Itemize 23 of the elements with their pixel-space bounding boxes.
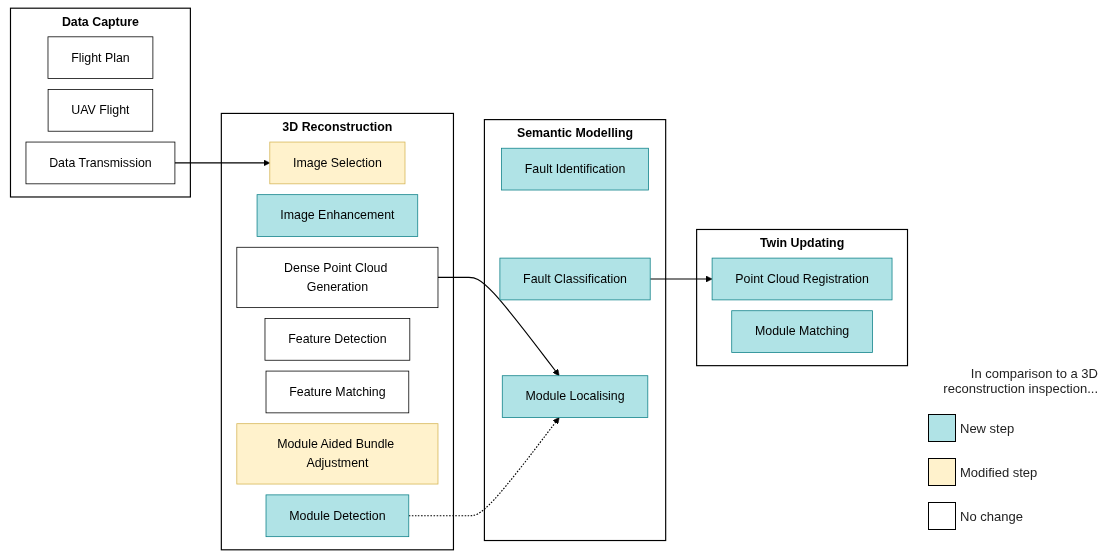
arrow — [408, 417, 560, 517]
node-box: Image Enhancement — [256, 194, 419, 237]
node-box: Flight Plan — [47, 36, 154, 79]
node-box: Fault Identification — [501, 147, 649, 191]
arrow — [174, 159, 271, 167]
arrow — [649, 275, 713, 283]
note-text: In comparison to a 3D reconstruction inspection... — [942, 366, 1098, 396]
node-box: Module Localising — [501, 375, 649, 418]
legend-text: New step — [960, 420, 1015, 436]
node-box: Feature Matching — [265, 370, 410, 414]
legend-text: Modified step — [960, 464, 1038, 480]
node-box: UAV Flight — [47, 89, 154, 132]
node-box: Image Selection — [269, 141, 406, 185]
node-box: Point Cloud Registration — [711, 257, 893, 301]
node-box: Module Aided Bundle Adjustment — [236, 423, 439, 485]
node-box: Feature Detection — [264, 318, 411, 361]
node-box: Dense Point Cloud Generation — [236, 246, 439, 308]
node-box: Data Transmission — [25, 141, 176, 185]
node-box: Fault Classification — [499, 257, 651, 301]
arrow — [437, 276, 560, 377]
node-box: Module Matching — [731, 310, 873, 353]
legend-text: No change — [960, 508, 1023, 524]
node-box: Module Detection — [265, 494, 410, 538]
